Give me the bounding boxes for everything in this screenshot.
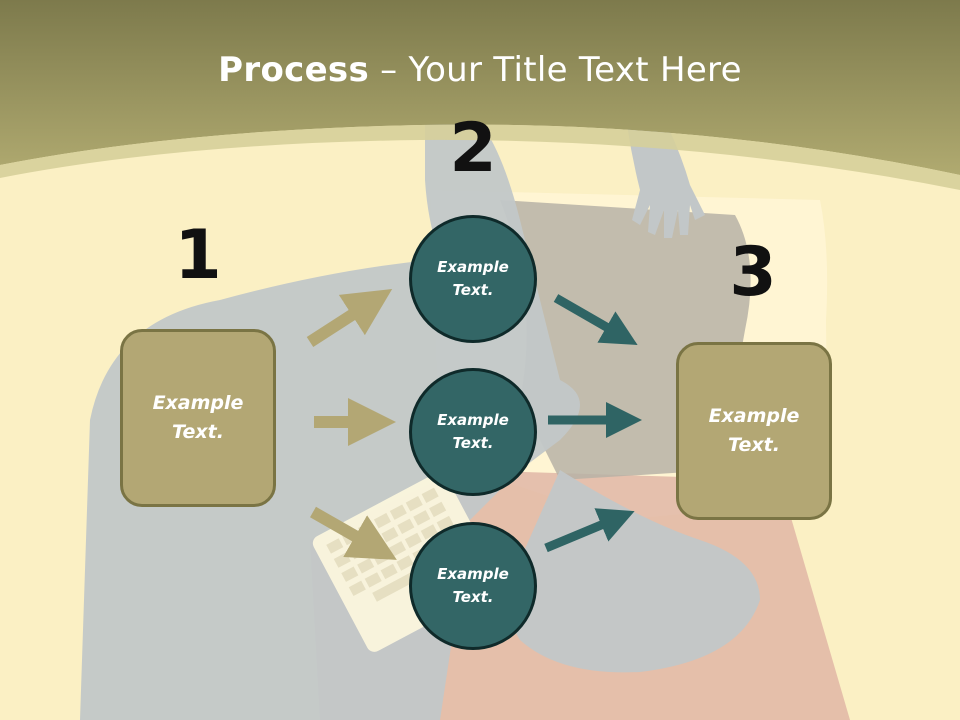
input-box-text: Example Text. <box>152 392 244 443</box>
output-box-text: Example Text. <box>708 405 800 456</box>
step-number-2: 2 <box>449 109 497 188</box>
arrow-to-circle-1 <box>306 288 393 348</box>
output-box: Example Text. <box>676 342 832 520</box>
process-circle-1: Example Text. <box>409 215 537 343</box>
title-bold: Process <box>218 50 370 90</box>
process-circle-2-text: Example Text. <box>437 411 509 452</box>
arrow-from-circle-1 <box>553 294 638 345</box>
slide-title: Process – Your Title Text Here <box>0 50 960 90</box>
process-circle-1-text: Example Text. <box>437 258 509 299</box>
input-box: Example Text. <box>120 329 276 507</box>
arrow-from-circle-3 <box>544 508 635 553</box>
step-number-1: 1 <box>174 216 222 295</box>
step-number-3: 3 <box>729 233 777 312</box>
process-circle-3: Example Text. <box>409 522 537 650</box>
title-rest: – Your Title Text Here <box>369 50 742 90</box>
process-circle-2: Example Text. <box>409 368 537 496</box>
process-circle-3-text: Example Text. <box>437 565 509 606</box>
arrow-to-circle-3 <box>310 506 397 560</box>
